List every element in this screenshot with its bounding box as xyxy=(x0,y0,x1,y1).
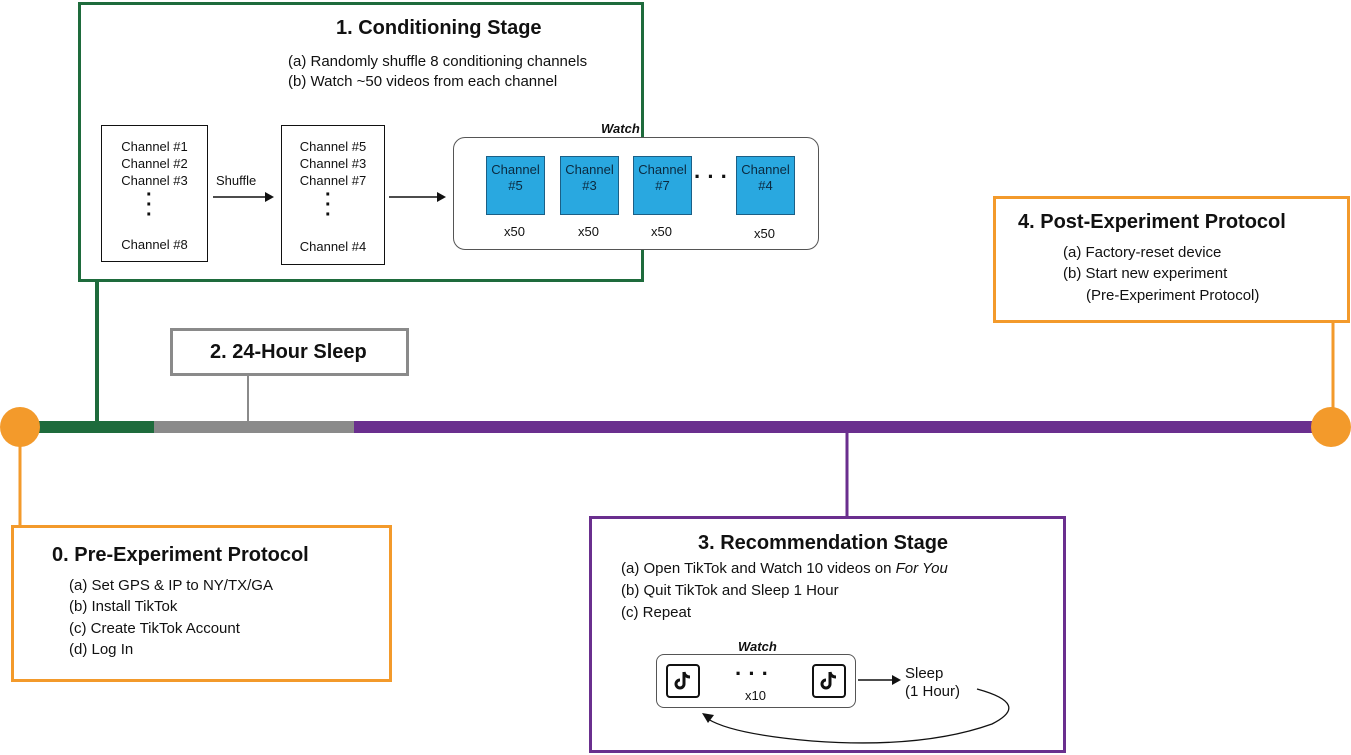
ellipsis-vertical: ··· xyxy=(325,184,332,226)
sleep-duration-label: (1 Hour) xyxy=(905,683,961,700)
watch-count: x50 xyxy=(651,224,672,239)
ellipsis-vertical: ··· xyxy=(146,184,153,226)
timeline-segment-conditioning xyxy=(20,421,154,433)
channel-list-shuffled: Channel #5 Channel #3 Channel #7 ··· Cha… xyxy=(281,125,385,265)
timeline-segment-recommendation xyxy=(354,421,1333,433)
pre-experiment-box: 0. Pre-Experiment Protocol (a) Set GPS &… xyxy=(11,525,392,682)
channel-cell: Channel#3 xyxy=(560,156,619,215)
timeline-end-node xyxy=(1311,407,1351,447)
channel-item: Channel #7 xyxy=(299,173,367,188)
recommendation-stage-box: 3. Recommendation Stage (a) Open TikTok … xyxy=(589,516,1066,753)
rec-watch-label: Watch xyxy=(738,639,777,654)
ellipsis-horizontal: ··· xyxy=(735,661,775,686)
timeline-start-node xyxy=(0,407,40,447)
pre-step: (a) Set GPS & IP to NY/TX/GA xyxy=(69,577,273,594)
channel-item: Channel #8 xyxy=(121,237,188,252)
pre-step: (b) Install TikTok xyxy=(69,598,178,615)
conditioning-stage-title: 1. Conditioning Stage xyxy=(336,17,542,39)
rec-watch-panel: ··· x10 xyxy=(656,654,856,708)
watch-arrow xyxy=(389,192,446,202)
channel-list-original: Channel #1 Channel #2 Channel #3 ··· Cha… xyxy=(101,125,208,262)
repeat-loop-arrow xyxy=(702,688,1010,744)
rec-step: (a) Open TikTok and Watch 10 videos on F… xyxy=(621,560,948,577)
channel-item: Channel #3 xyxy=(299,156,367,171)
shuffle-label: Shuffle xyxy=(216,173,257,188)
conditioning-stage-box: 1. Conditioning Stage (a) Randomly shuff… xyxy=(78,2,819,282)
post-step: (Pre-Experiment Protocol) xyxy=(1086,287,1260,304)
pre-experiment-title: 0. Pre-Experiment Protocol xyxy=(52,544,309,566)
channel-cell: Channel#4 xyxy=(736,156,795,215)
rec-step: (c) Repeat xyxy=(621,604,692,621)
watch-count: x50 xyxy=(578,224,599,239)
watch-count: x50 xyxy=(504,224,525,239)
sleep-stage-title: 2. 24-Hour Sleep xyxy=(210,341,367,363)
sleep-arrow xyxy=(858,675,901,685)
conditioning-step-b: (b) Watch ~50 videos from each channel xyxy=(288,73,558,90)
channel-item: Channel #4 xyxy=(299,239,367,254)
recommendation-stage-title: 3. Recommendation Stage xyxy=(698,532,949,554)
channel-item: Channel #3 xyxy=(121,173,188,188)
rec-watch-count: x10 xyxy=(745,688,766,703)
channel-cell: Channel#5 xyxy=(486,156,545,215)
pre-step: (d) Log In xyxy=(69,641,134,658)
ellipsis-horizontal: ··· xyxy=(694,164,734,189)
channel-item: Channel #5 xyxy=(299,139,367,154)
timeline-segment-sleep xyxy=(154,421,354,433)
post-experiment-box: 4. Post-Experiment Protocol (a) Factory-… xyxy=(993,196,1350,323)
pre-step: (c) Create TikTok Account xyxy=(69,620,240,637)
watch-label: Watch xyxy=(601,121,640,136)
watch-count: x50 xyxy=(754,226,775,241)
post-experiment-title: 4. Post-Experiment Protocol xyxy=(1018,211,1286,233)
channel-cell: Channel#7 xyxy=(633,156,692,215)
watch-panel: Channel#5 x50 Channel#3 x50 Channel#7 x5… xyxy=(453,137,819,250)
shuffle-arrow xyxy=(213,192,274,202)
tiktok-icon xyxy=(666,664,700,698)
post-step: (a) Factory-reset device xyxy=(1063,244,1222,261)
sleep-label: Sleep xyxy=(905,665,944,682)
channel-item: Channel #1 xyxy=(121,139,188,154)
sleep-stage-box: 2. 24-Hour Sleep xyxy=(170,328,409,376)
rec-step: (b) Quit TikTok and Sleep 1 Hour xyxy=(621,582,839,599)
conditioning-step-a: (a) Randomly shuffle 8 conditioning chan… xyxy=(288,53,588,70)
tiktok-icon xyxy=(812,664,846,698)
post-step: (b) Start new experiment xyxy=(1063,265,1228,282)
channel-item: Channel #2 xyxy=(121,156,188,171)
